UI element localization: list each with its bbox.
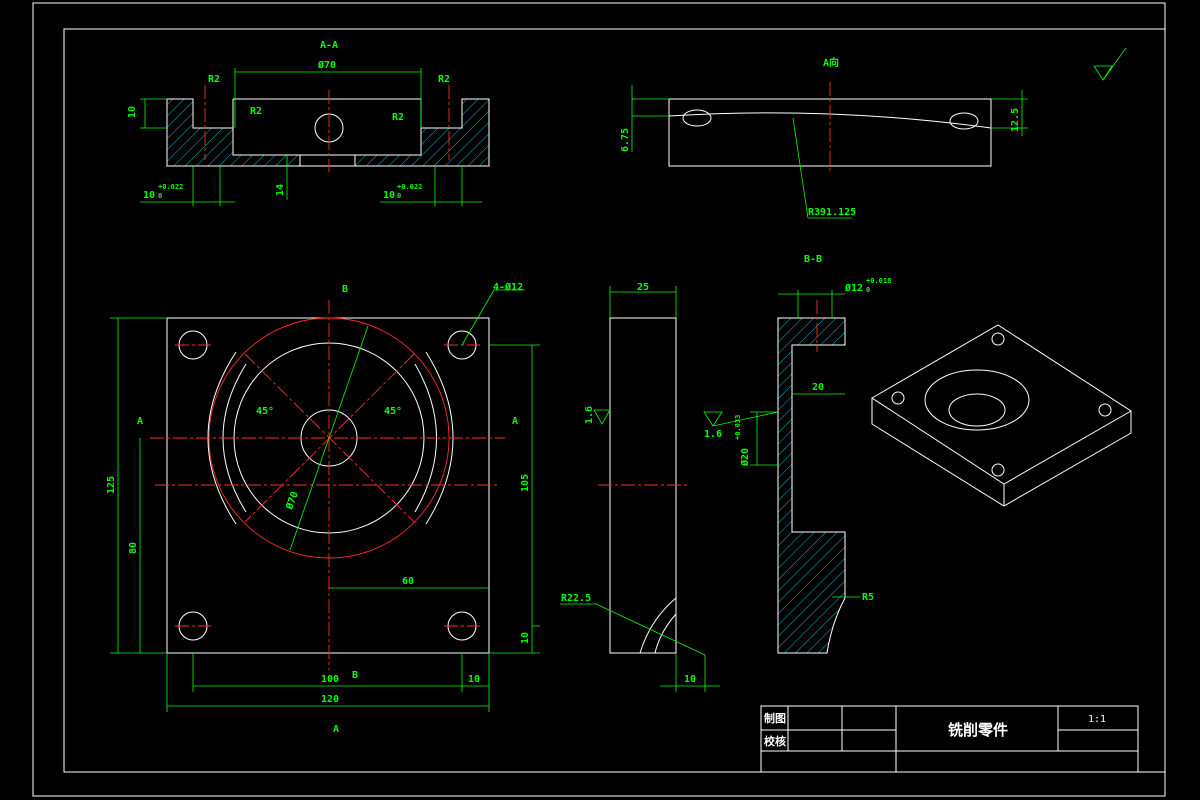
plan-b-bottom: B — [352, 670, 358, 681]
side-outline — [609, 317, 677, 654]
plan-dim-100: 100 — [321, 674, 339, 685]
inner-border — [63, 28, 1166, 773]
side-view: 25 1.6 R22.5 10 — [560, 282, 720, 692]
aa-tol-left-sup: +0.022 — [158, 183, 183, 191]
aa-tol-left: 10 — [143, 190, 155, 201]
aa-dia70-label: Ø70 — [317, 59, 336, 71]
plan-b-top: B — [342, 284, 348, 295]
isometric-view — [871, 324, 1132, 507]
plan-dim-125: 125 — [106, 476, 117, 494]
section-aa-title: A-A — [320, 40, 338, 51]
plan-angle-left: 45° — [256, 406, 274, 417]
tb-scale: 1:1 — [1088, 714, 1106, 725]
bb-hole-sub: 0 — [866, 286, 870, 294]
plan-a-right: A — [512, 416, 518, 427]
view-a-title: A向 — [823, 56, 839, 69]
plan-dim-80: 80 — [128, 542, 139, 554]
title-block: 制图 校核 铣削零件 1:1 — [760, 705, 1139, 773]
aa-tol-right: 10 — [383, 190, 395, 201]
view-a-dim-left: 6.75 — [620, 128, 631, 152]
section-bb-hatch — [777, 317, 846, 654]
section-bb-view: B-B Ø12 +0.018 0 20 1.6 Ø20 +0.033 R5 — [703, 254, 891, 654]
plan-angle-right: 45° — [384, 406, 402, 417]
plan-view: Ø70 B B 4-Ø12 45° 45° A A A 60 125 80 10… — [106, 281, 540, 735]
bb-dia20: Ø20 — [739, 448, 751, 467]
view-a: A向 6.75 12.5 R391.125 — [620, 56, 1028, 219]
aa-r2-inner-right: R2 — [392, 112, 404, 123]
surface-roughness-note — [1093, 47, 1127, 81]
side-dim-10: 10 — [684, 674, 696, 685]
aa-tol-right-sub: 0 — [397, 192, 401, 200]
section-bb-title: B-B — [804, 254, 822, 265]
bb-hole-sup: +0.018 — [866, 277, 891, 285]
view-a-radius: R391.125 — [808, 207, 856, 218]
plan-dim-105: 105 — [520, 474, 531, 492]
side-radius: R22.5 — [561, 593, 591, 604]
section-aa-hatch-right — [354, 98, 490, 167]
side-dim-25: 25 — [637, 282, 649, 293]
plan-dim-10-bottom: 10 — [468, 674, 480, 685]
aa-r2-outer-right: R2 — [438, 74, 450, 85]
aa-depth-label: 14 — [275, 184, 286, 196]
tb-drawn-label: 制图 — [764, 711, 786, 725]
aa-r2-inner-left: R2 — [250, 106, 262, 117]
aa-tol-right-sup: +0.022 — [397, 183, 422, 191]
bb-dim-20: 20 — [812, 382, 824, 393]
bb-dia20-sup: +0.033 — [734, 415, 742, 440]
plan-a-bottom: A — [333, 724, 339, 735]
plan-hole-callout: 4-Ø12 — [493, 281, 523, 293]
plan-a-left: A — [137, 416, 143, 427]
outer-border — [32, 2, 1166, 797]
section-aa-outline — [167, 98, 489, 167]
aa-h10-label: 10 — [127, 106, 138, 118]
plan-outline — [166, 317, 490, 654]
side-rough: 1.6 — [584, 406, 595, 424]
aa-r2-outer-left: R2 — [208, 74, 220, 85]
bb-radius: R5 — [862, 592, 874, 603]
section-aa-view: A-A Ø70 R2 R2 R2 R2 10 10 +0.022 0 14 10… — [127, 40, 490, 206]
tb-checked-label: 校核 — [764, 734, 786, 748]
plan-dim-60: 60 — [402, 576, 414, 587]
plan-dia70-label: Ø70 — [283, 490, 301, 512]
aa-tol-left-sub: 0 — [158, 192, 162, 200]
bb-rough: 1.6 — [704, 429, 722, 440]
plan-dim-120: 120 — [321, 694, 339, 705]
bb-hole-label: Ø12 — [844, 282, 863, 294]
view-a-dim-right: 12.5 — [1010, 108, 1021, 132]
plan-dim-10-right: 10 — [520, 632, 531, 644]
tb-part-name: 铣削零件 — [948, 721, 1008, 739]
